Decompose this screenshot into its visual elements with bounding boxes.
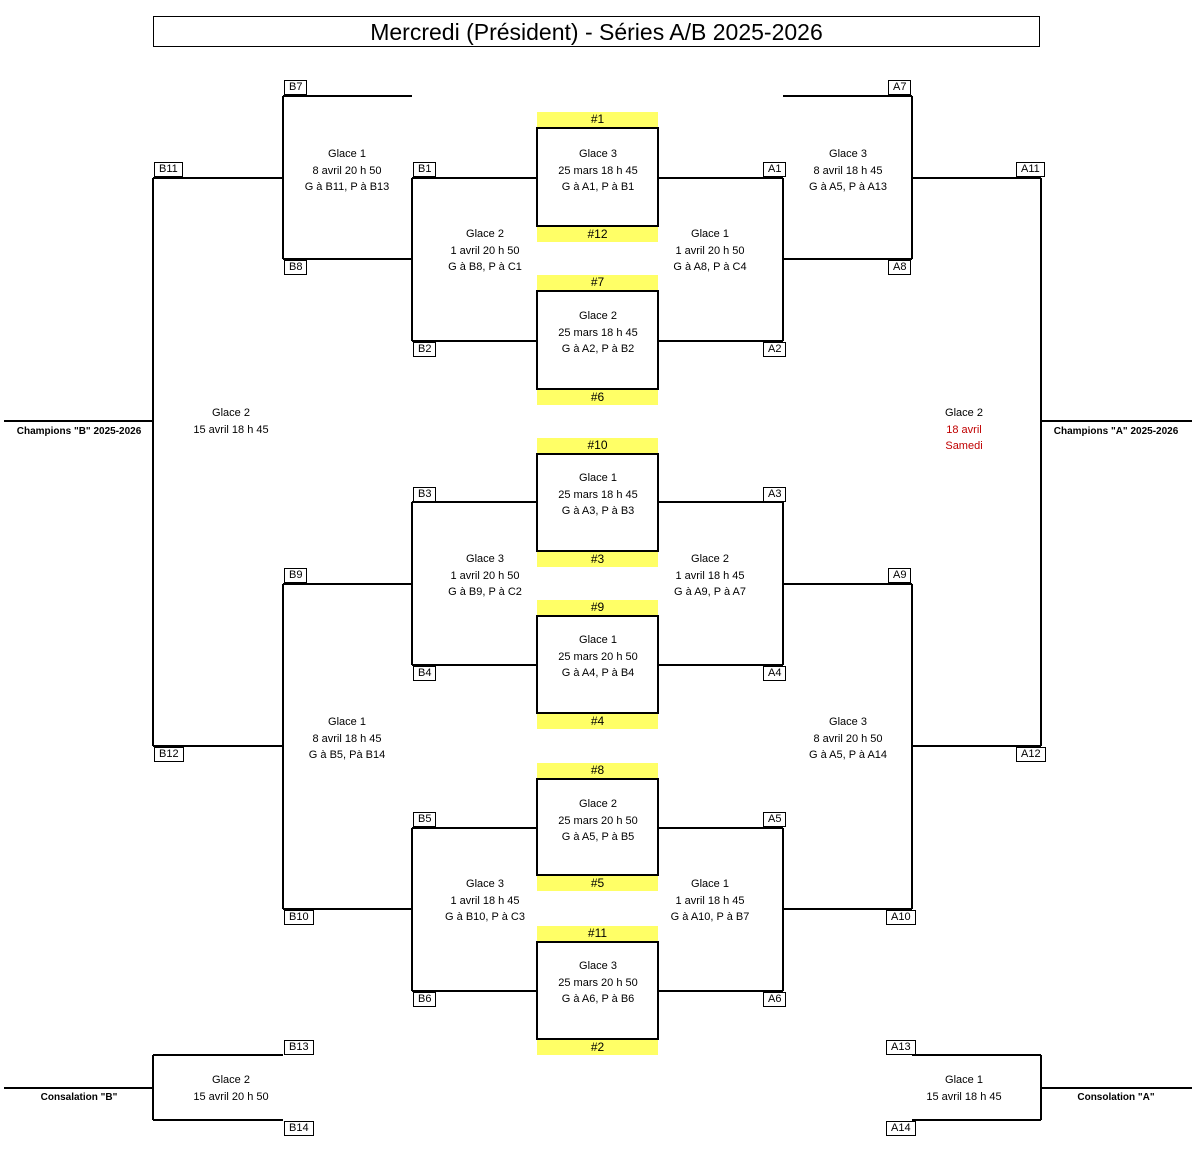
slot-tag-b2: B2 (413, 342, 437, 357)
slot-tag-a14: A14 (886, 1121, 916, 1136)
game-box[interactable] (536, 127, 659, 227)
slot-tag-b9: B9 (284, 568, 308, 583)
slot-tag-a2: A2 (763, 342, 787, 357)
game-number-band: #12 (537, 227, 658, 242)
consolation-b-label: Consalation "B" (40, 1092, 118, 1103)
slot-tag-b14: B14 (284, 1121, 314, 1136)
slot-tag-b1: B1 (413, 162, 437, 177)
slot-tag-b8: B8 (284, 260, 308, 275)
slot-tag-b5: B5 (413, 812, 437, 827)
slot-tag-a4: A4 (763, 666, 787, 681)
consolation-a-label: Consolation "A" (1077, 1092, 1155, 1103)
slot-tag-b7: B7 (284, 80, 308, 95)
game-number-band: #9 (537, 600, 658, 615)
slot-tag-a10: A10 (886, 910, 916, 925)
final-date: 18 avril (946, 423, 982, 436)
slot-tag-a8: A8 (888, 260, 912, 275)
game-number-band: #1 (537, 112, 658, 127)
game-number-band: #11 (537, 926, 658, 941)
game-box[interactable] (536, 615, 659, 714)
final-day: Samedi (945, 440, 983, 452)
slot-tag-a6: A6 (763, 992, 787, 1007)
game-box[interactable] (536, 453, 659, 552)
slot-tag-b6: B6 (413, 992, 437, 1007)
slot-tag-b12: B12 (154, 747, 184, 762)
slot-tag-b4: B4 (413, 666, 437, 681)
slot-tag-b10: B10 (284, 910, 314, 925)
game-number-band: #6 (537, 390, 658, 405)
page-title: Mercredi (Président) - Séries A/B 2025-2… (153, 16, 1040, 47)
game-number-band: #10 (537, 438, 658, 453)
game-number-band: #2 (537, 1040, 658, 1055)
game-number-band: #4 (537, 714, 658, 729)
champions-a-label: Champions "A" 2025-2026 (1053, 426, 1179, 437)
game-number-band: #8 (537, 763, 658, 778)
slot-tag-b3: B3 (413, 487, 437, 502)
game-box[interactable] (536, 941, 659, 1040)
game-number-band: #7 (537, 275, 658, 290)
champions-b-label: Champions "B" 2025-2026 (16, 426, 142, 437)
slot-tag-a7: A7 (888, 80, 912, 95)
slot-tag-a12: A12 (1016, 747, 1046, 762)
slot-tag-b13: B13 (284, 1040, 314, 1055)
game-number-band: #5 (537, 876, 658, 891)
game-box[interactable] (536, 290, 659, 390)
slot-tag-a1: A1 (763, 162, 787, 177)
slot-tag-a11: A11 (1016, 162, 1045, 177)
game-info: Glace 2 18 avril Samedi (945, 405, 983, 455)
game-box[interactable] (536, 778, 659, 876)
slot-tag-b11: B11 (154, 162, 183, 177)
slot-tag-a13: A13 (886, 1040, 916, 1055)
slot-tag-a5: A5 (763, 812, 787, 827)
slot-tag-a9: A9 (888, 568, 912, 583)
game-number-band: #3 (537, 552, 658, 567)
slot-tag-a3: A3 (763, 487, 787, 502)
